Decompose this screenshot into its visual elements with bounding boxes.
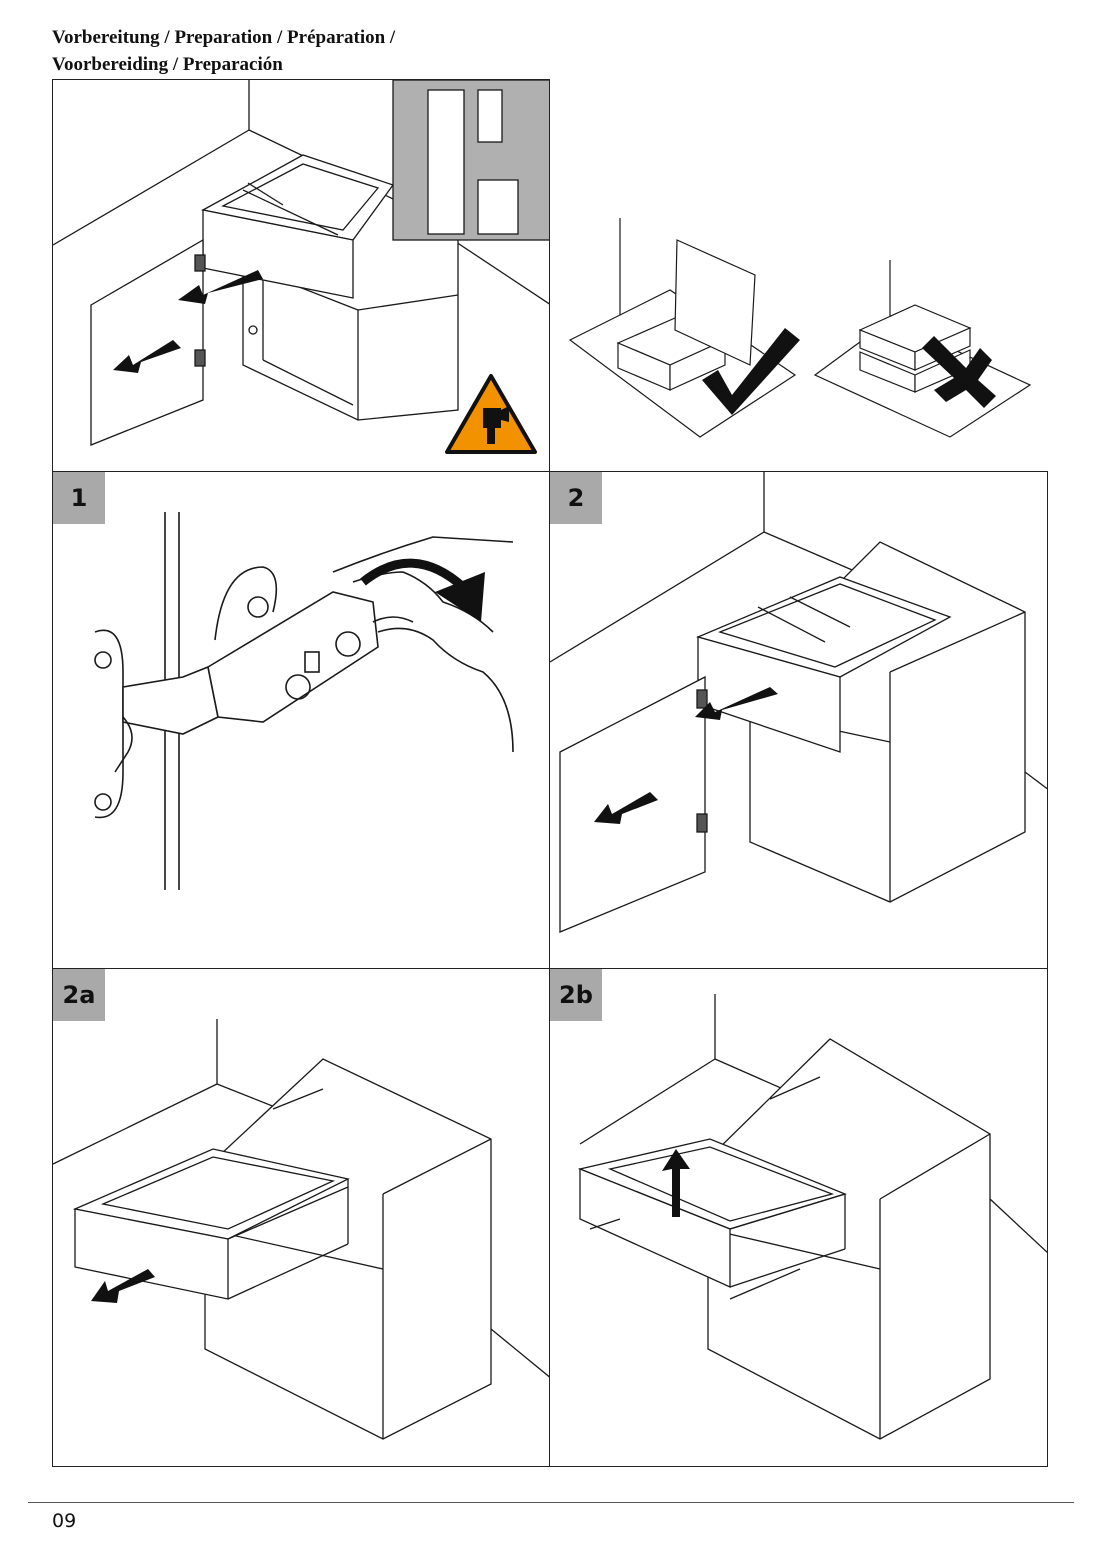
step-2b-panel: 2b: [549, 968, 1048, 1467]
drawer-pull-out-illustration: [53, 1019, 550, 1440]
preparation-panel: [52, 79, 550, 472]
heading-line-2: Voorbereiding / Preparación: [52, 54, 283, 75]
hand-crush-warning-icon: [445, 374, 537, 454]
page-heading: Vorbereitung / Preparation / Préparation…: [52, 24, 395, 78]
cross-mark-icon: [922, 336, 996, 408]
step-2-panel: 2: [549, 471, 1048, 969]
step-2a-panel: 2a: [52, 968, 551, 1467]
drawer-placement-illustration: [568, 218, 1032, 438]
step-badge: 2a: [53, 969, 105, 1021]
drawer-lift-out-illustration: [577, 994, 1047, 1440]
step-badge: 2: [550, 472, 602, 524]
hinge-release-illustration: [94, 512, 514, 890]
footer-rule: [28, 1502, 1074, 1503]
preparation-illustration: [53, 80, 549, 446]
heading-line-1: Vorbereitung / Preparation / Préparation…: [52, 27, 396, 48]
step-1-panel: 1: [52, 471, 551, 969]
step-badge: 1: [53, 472, 105, 524]
check-mark-icon: [702, 328, 800, 415]
page-number: 09: [52, 1510, 77, 1532]
door-removal-illustration: [550, 472, 1047, 933]
step-badge: 2b: [550, 969, 602, 1021]
